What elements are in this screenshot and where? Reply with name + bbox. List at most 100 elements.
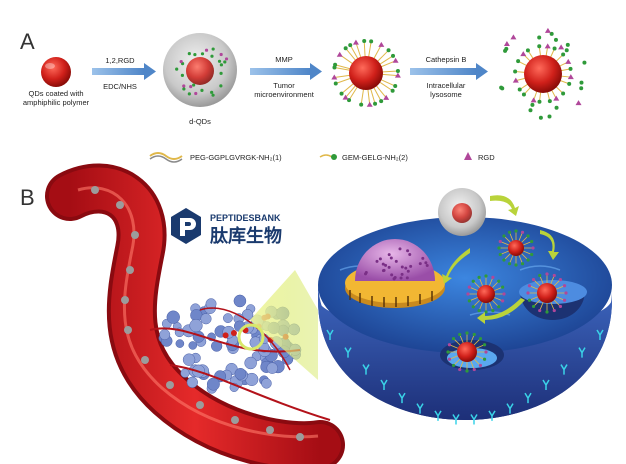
shell-dot [211,93,215,97]
step3-bottom-label-line2: microenvironment [254,90,315,99]
step3-top-label: MMP [275,55,293,64]
ligand-tip [545,310,549,314]
ligand-ray [372,44,382,61]
nanoparticle-small [222,332,229,339]
ligand-tip [491,309,495,313]
tumor-cell [206,377,220,391]
qd-caption-line2: amphiphilic polymer [23,98,90,107]
rgd-marker [512,77,519,83]
ligand-tip [471,279,475,283]
gem-marker [525,48,530,53]
free-rgd [544,27,551,33]
nuclear-pore [394,259,398,263]
ligand-tip [447,343,452,347]
tumor-cell [166,310,180,324]
rgd-marker [331,74,338,80]
cell-cutaway [318,217,612,425]
gem-marker [521,92,526,97]
cell-nucleus [345,239,445,308]
gem-marker [359,102,364,107]
receptor [326,329,334,340]
dqd-particle-outside-cell [438,188,486,236]
shell-dot [223,60,227,64]
receptor [542,379,550,390]
ligand-tip [471,305,475,309]
free-rgd [575,100,582,106]
gem-marker [567,81,572,86]
step4-bottom-label-line1: Intracellular [427,81,466,90]
tumor-cell [159,329,171,341]
rgd-marker [565,58,572,64]
legend-gem-symbol [319,154,337,160]
ligand-tip [484,350,488,354]
ligand-tip [477,275,481,279]
ligand-tip [477,309,481,313]
step4-top-label: Cathepsin B [426,55,467,64]
nuclear-pore [390,273,394,277]
shell-dot [204,48,209,52]
blood-cell [166,381,174,389]
ligand-ray [355,42,362,59]
peptidesbank-logo: PEPTIDESBANK 肽库生物 [171,208,282,246]
shell-dot [175,67,179,71]
nuclear-pore [382,268,386,272]
receptor [560,364,568,375]
ligand-ray [369,87,376,104]
blood-cell [141,356,149,364]
ligand-ray [341,82,355,95]
panel-a-letter: A [20,29,35,54]
gem-marker [339,91,344,96]
tumor-cell [233,294,247,308]
ligand-tip [451,336,456,341]
ligand-tip [497,246,501,250]
ligand-tip [484,274,488,278]
nuclear-pore [398,247,402,251]
logo-name-cn: 肽库生物 [210,225,282,246]
shell-dot [193,52,197,57]
ligand-tip [446,350,450,354]
receptor [596,329,604,340]
receptor [488,410,496,421]
gem-marker [517,87,522,92]
receptor [344,347,352,358]
gem-marker [395,69,400,74]
shell-dot [211,47,215,51]
legend-peg-symbol [149,152,183,163]
tumor-cell [261,378,272,389]
rgd-marker [392,57,399,63]
receptor [380,379,388,390]
nuclear-pore [400,265,404,269]
step1-bottom-label: EDC/NHS [103,82,137,91]
ligand-ray [380,70,398,73]
nuclear-pore [389,256,393,260]
free-drug-dot [564,48,569,53]
legend-item-rgd: RGD [478,153,495,162]
gem-marker [390,88,395,93]
step1-top-label: 1,2,RGD [105,56,135,65]
shell-dot [219,52,223,57]
gem-marker [552,46,557,51]
rgd-marker [553,95,560,101]
shell-dot [192,83,196,87]
shell-dot [189,85,193,89]
shell-dot [182,84,186,88]
free-drug-dot [582,60,587,65]
ligand-tip [526,258,530,262]
shell-dot [187,52,191,56]
ligand-tip [458,332,462,337]
qd-core [508,240,524,256]
ligand-tip [498,252,502,257]
blood-cell [231,416,239,424]
ligand-ray [367,87,371,105]
ligand-tip [530,239,534,244]
step4-bottom-label-line2: lysosome [430,90,462,99]
rgd-marker [342,94,349,100]
gem-marker [348,43,353,48]
process-arrows [442,195,559,324]
ligand-ray [372,85,382,102]
free-drug-dot [553,37,558,42]
blood-cell [91,186,99,194]
blood-cell [121,296,129,304]
nuclear-pore [425,263,429,267]
nuclear-pore [387,265,391,269]
